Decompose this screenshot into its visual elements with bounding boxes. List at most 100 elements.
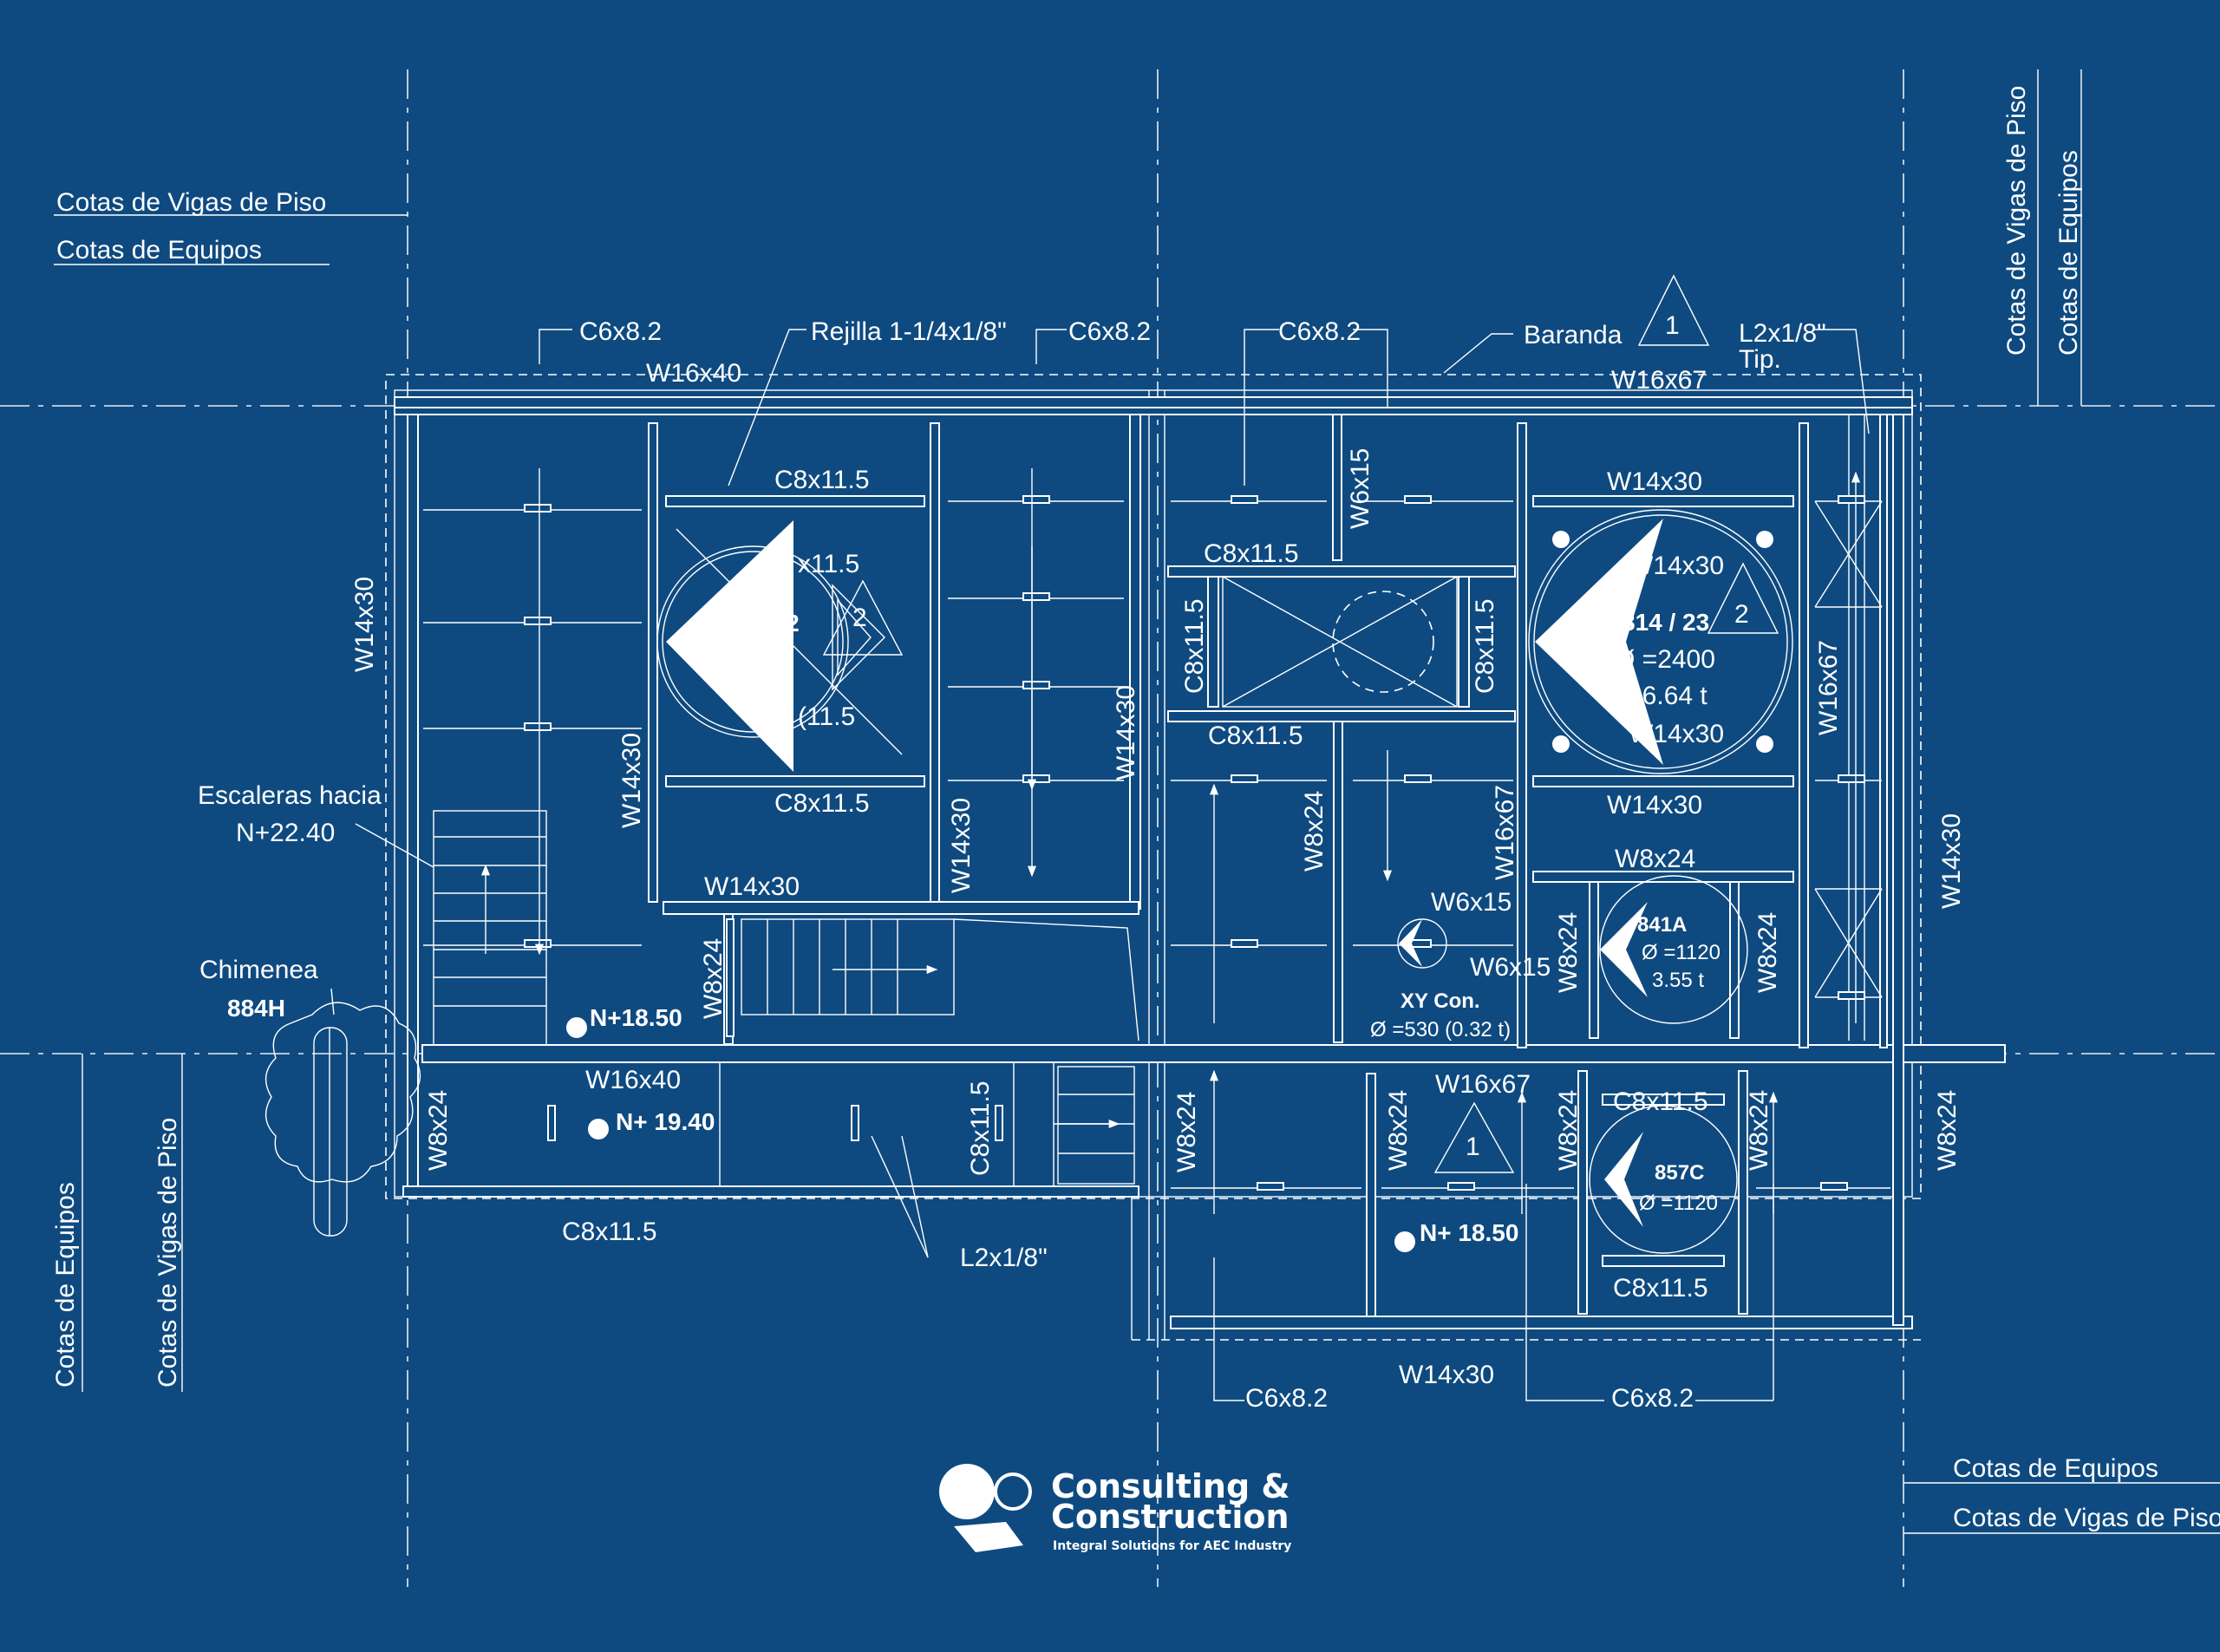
beam-c8x115-partial-2: (11.5 xyxy=(798,702,855,731)
span-arrows xyxy=(534,468,1861,1214)
callout-chimenea: Chimenea xyxy=(199,956,318,984)
beam-c8x115-2: C8x11.5 xyxy=(774,789,870,818)
beam-w8x24-841-left: W8x24 xyxy=(1554,912,1583,993)
level-n1850b: N+ 18.50 xyxy=(1420,1219,1518,1246)
beam-c8x115-vert-3: C8x11.5 xyxy=(966,1081,995,1176)
beam-c8x115-3: C8x11.5 xyxy=(1204,539,1299,568)
beam-w16x40-top: W16x40 xyxy=(646,359,741,388)
beam-w14x30-814-bottom: W14x30 xyxy=(1607,791,1702,819)
beam-w16x67-col: W16x67 xyxy=(1491,785,1519,880)
legend-equipos-right: Cotas de Equipos xyxy=(2054,150,2083,356)
revision-1-top: 1 xyxy=(1665,311,1680,340)
callout-escaleras-2: N+22.40 xyxy=(236,819,335,847)
equipment-857-id: 857C xyxy=(1655,1161,1704,1185)
beam-c8x115-partial-1: x11.5 xyxy=(798,550,859,578)
beam-w14x30-col: W14x30 xyxy=(947,798,976,893)
legend-equipos: Cotas de Equipos xyxy=(56,236,262,264)
equipment-857c xyxy=(1589,1105,1738,1254)
beam-w14x30-814-inner-2: W14x30 xyxy=(1629,720,1724,748)
logo-tagline: Integral Solutions for AEC Industry xyxy=(1053,1539,1291,1553)
callout-rejilla: Rejilla 1-1/4x1/8" xyxy=(811,317,1007,346)
beam-w8x24-bm-4: W8x24 xyxy=(1745,1090,1773,1171)
level-markers xyxy=(566,1017,1415,1252)
equipment-814 xyxy=(1528,509,1793,774)
equipment-841-dia: Ø =1120 xyxy=(1642,941,1720,964)
equipment-822 xyxy=(656,520,903,772)
beam-w8x24-bm-2: W8x24 xyxy=(1384,1090,1413,1171)
beam-c8x115-4: C8x11.5 xyxy=(1208,722,1303,750)
beam-w16x67-right: W16x67 xyxy=(1814,640,1843,735)
legend-equipos-bottom-right: Cotas de Equipos xyxy=(1953,1454,2158,1483)
beam-w14x30-left: W14x30 xyxy=(350,577,379,672)
revision-2-right: 2 xyxy=(1734,600,1749,629)
splice-marks xyxy=(524,495,1865,1191)
beam-w8x24-841-right: W8x24 xyxy=(1753,912,1782,993)
callout-c6x82-1: C6x8.2 xyxy=(579,317,662,346)
beam-c8x115-857-top: C8x11.5 xyxy=(1613,1087,1708,1116)
equipment-xy-dia: Ø =530 (0.32 t) xyxy=(1370,1018,1511,1041)
beam-w8x24-br: W8x24 xyxy=(1933,1090,1962,1171)
callout-c6x82-bottom-1: C6x8.2 xyxy=(1245,1384,1328,1413)
beam-w14x30-right: W14x30 xyxy=(1937,813,1966,909)
beam-w14x30-814-top: W14x30 xyxy=(1607,467,1702,496)
equipment-labels: 322 814 / 23 Ø =2400 26.64 t 841A Ø =112… xyxy=(759,609,1720,1215)
beam-c8x115-857-bottom: C8x11.5 xyxy=(1613,1274,1708,1303)
legend-vigas-piso-right: Cotas de Vigas de Piso xyxy=(2002,86,2031,356)
equipment-841-id: 841A xyxy=(1637,913,1687,937)
beam-c8x115-vert-1: C8x11.5 xyxy=(1180,598,1209,694)
internal-beams xyxy=(648,414,1865,1317)
legend-text: Cotas de Vigas de Piso Cotas de Equipos … xyxy=(51,86,2220,1532)
leader-lines xyxy=(330,329,1870,1401)
level-n1940: N+ 19.40 xyxy=(616,1108,715,1135)
beam-w6x15-3: W6x15 xyxy=(1470,953,1551,982)
callout-c6x82-2: C6x8.2 xyxy=(1068,317,1151,346)
beam-w8x24-stair: W8x24 xyxy=(699,938,728,1019)
beam-w16x67-top: W16x67 xyxy=(1611,366,1707,395)
callout-l2-tip-2: Tip. xyxy=(1739,345,1781,374)
logo-line-2: Construction xyxy=(1051,1498,1290,1536)
beam-c8x115-bottom: C8x11.5 xyxy=(562,1218,657,1246)
logo-globe-icon xyxy=(939,1464,995,1519)
callout-chimenea-id: 884H xyxy=(227,995,285,1022)
beam-w8x24-841-top: W8x24 xyxy=(1615,845,1695,873)
callout-l2-tip-1: L2x1/8" xyxy=(1739,319,1826,348)
legend-vigas-piso-bottom-right: Cotas de Vigas de Piso xyxy=(1953,1504,2220,1532)
beam-c8x115-1: C8x11.5 xyxy=(774,466,870,494)
legend-equipos-bottom-left: Cotas de Equipos xyxy=(51,1182,80,1388)
beam-w14x30-mid: W14x30 xyxy=(617,733,646,828)
logo-line-1: Consulting & xyxy=(1051,1467,1290,1505)
revision-2-left: 2 xyxy=(852,604,867,632)
callout-escaleras-1: Escaleras hacia xyxy=(198,781,382,810)
beam-w14x30-stair: W14x30 xyxy=(704,872,800,901)
equipment-xy xyxy=(1397,918,1447,969)
equipment-857-dia: Ø =1120 xyxy=(1639,1192,1718,1215)
callout-c6x82-bottom-2: C6x8.2 xyxy=(1611,1384,1694,1413)
revision-1-bottom: 1 xyxy=(1466,1133,1480,1161)
beam-w14x30-814-inner-1: W14x30 xyxy=(1629,552,1724,580)
chimney-884h xyxy=(264,1002,421,1237)
equipment-841-wt: 3.55 t xyxy=(1652,969,1704,992)
callout-l2: L2x1/8" xyxy=(960,1244,1048,1272)
equipment-814-id: 814 / 23 xyxy=(1622,609,1709,636)
logo-base-icon xyxy=(954,1522,1023,1552)
beam-w16x67-bottom: W16x67 xyxy=(1435,1070,1531,1099)
beam-labels: W16x40 W16x67 W14x30 C8x11.5 x11.5 (11.5… xyxy=(350,359,1966,1389)
callout-c6x82-3: C6x8.2 xyxy=(1278,317,1361,346)
equipment-xy-id: XY Con. xyxy=(1401,989,1480,1013)
equipment-centrifuge-box xyxy=(1207,576,1470,708)
level-labels: N+18.50 N+ 19.40 N+ 18.50 xyxy=(590,1004,1518,1246)
company-logo: Consulting & Construction Integral Solut… xyxy=(939,1464,1291,1553)
stairs xyxy=(433,810,1139,1185)
equipment-814-wt: 26.64 t xyxy=(1628,682,1707,710)
beam-c8x115-vert-2: C8x11.5 xyxy=(1471,598,1499,694)
equipment-841a xyxy=(1599,875,1748,1024)
legend-leader-lines xyxy=(54,69,2220,1534)
beam-w14x30-bottom: W14x30 xyxy=(1399,1361,1494,1389)
callout-text: C6x8.2 Rejilla 1-1/4x1/8" C6x8.2 C6x8.2 … xyxy=(198,311,1826,1413)
beam-w8x24-bl: W8x24 xyxy=(424,1090,453,1171)
equipment-822-id: 322 xyxy=(759,610,800,637)
beam-w8x24-bm-1: W8x24 xyxy=(1172,1092,1201,1172)
revision-marks xyxy=(822,274,1779,1173)
